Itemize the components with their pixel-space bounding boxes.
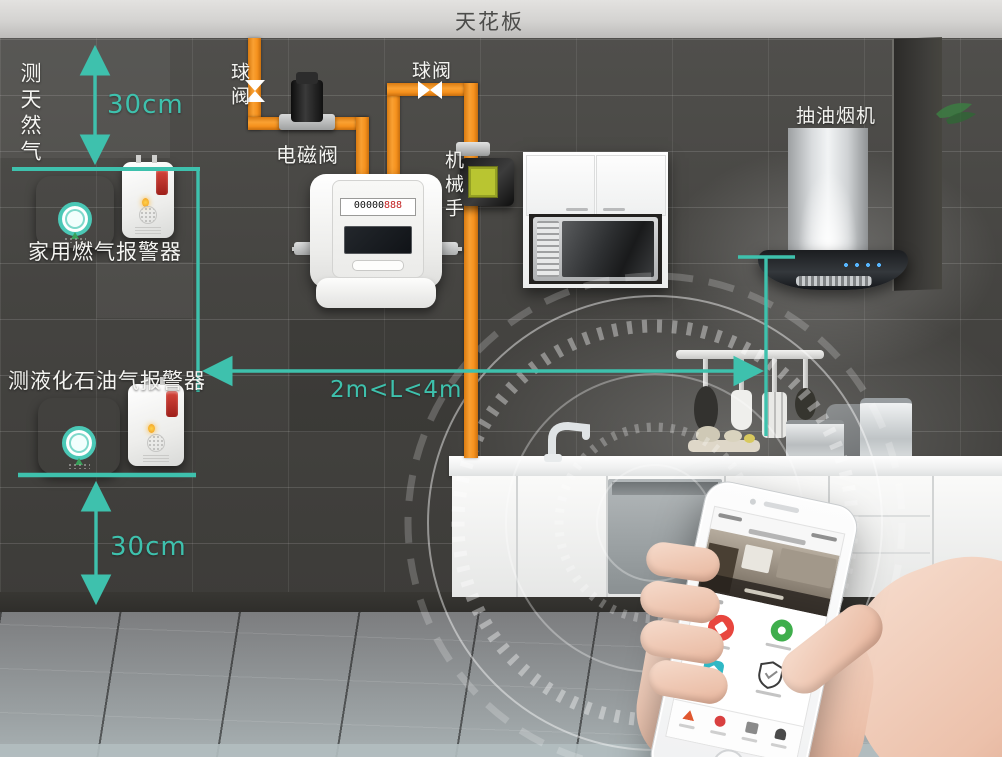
alarm-speaker-dots (64, 237, 86, 243)
gas-pipe-meter-out (387, 86, 400, 180)
countertop (449, 456, 1002, 476)
alarm-prong (152, 155, 157, 163)
alarm-ring (58, 202, 92, 236)
ball-valve-icon (418, 81, 442, 99)
alarm-red-badge (166, 391, 178, 417)
top-clearance-label: 30cm (107, 90, 184, 120)
phone-screen (665, 505, 846, 757)
alarm-prong (160, 377, 165, 385)
banner-room-shape (775, 547, 837, 589)
whisk-icon (694, 386, 718, 432)
solenoid-valve-label: 电磁阀 (276, 143, 339, 167)
gas-meter-lower-body (316, 278, 436, 308)
cabinet-handle (603, 208, 625, 211)
alarm-speaker (139, 206, 157, 224)
faucet (544, 421, 590, 462)
spoon-icon (795, 388, 816, 420)
front-camera (749, 498, 757, 506)
tab-icon-3 (744, 721, 759, 735)
alarm-logo (75, 458, 83, 465)
counter-black-digits: 00000 (353, 200, 385, 211)
alarm-led (148, 424, 155, 433)
manipulator-clamp (456, 142, 490, 156)
security-shield-app-icon (758, 661, 785, 689)
tab-icon-4 (774, 727, 788, 741)
range-hood-label: 抽油烟机 (796, 105, 877, 127)
lpg-alarm-square (38, 398, 120, 474)
alarm-speaker-dots (68, 463, 90, 469)
natural-gas-alarm-rect (122, 155, 174, 238)
meter-right-connector (438, 242, 458, 255)
solenoid-valve-coil (291, 80, 323, 122)
alarm-prong (136, 155, 141, 163)
ceiling-label: 天花板 (455, 10, 524, 34)
lpg-alarm-rect (128, 377, 184, 466)
meter-left-connector (294, 242, 314, 255)
household-gas-alarm-label: 家用燃气报警器 (28, 240, 182, 264)
lpg-gas-alarm-label: 测液化石油气报警器 (8, 369, 206, 393)
gas-meter-button (352, 260, 404, 271)
pot (786, 420, 844, 462)
gas-meter-lcd (344, 226, 412, 254)
banner-appliance-shape (740, 544, 774, 574)
range-hood-glow (798, 170, 858, 258)
lemon (744, 434, 755, 443)
stove-distance-label: 2m<L<4m (330, 377, 463, 403)
manipulator-screen (468, 166, 498, 198)
alarm-led (142, 198, 149, 207)
status-battery-bar (810, 532, 838, 542)
dishwasher-control-strip (612, 482, 718, 495)
tab-label-bar (678, 723, 695, 730)
alarm-red-badge (156, 169, 168, 195)
ceiling (0, 0, 1002, 38)
solenoid-valve-cap (296, 72, 318, 84)
tab-label-bar (710, 729, 727, 736)
drawer-line (830, 515, 930, 517)
measure-natural-gas-label: 测天然气 (18, 62, 42, 166)
spatula-icon (731, 390, 752, 430)
alarm-prong (144, 377, 149, 385)
manipulator-label: 机械手 (442, 150, 464, 222)
alarm-vent (143, 455, 169, 462)
bowl (696, 426, 720, 442)
plant-leaf (936, 103, 976, 124)
gas-pipe-meter-in (356, 117, 369, 180)
spoon-handle (803, 359, 808, 389)
alarm-logo (71, 232, 79, 239)
cabinet-seam (606, 476, 608, 597)
counter-red-digits: 888 (384, 200, 403, 211)
alarm-vent (135, 227, 161, 234)
microwave-door (562, 221, 654, 277)
cabinet-handle (566, 208, 588, 211)
tab-icon-2 (713, 714, 727, 728)
natural-gas-alarm-square (36, 176, 114, 248)
bottom-clearance-label: 30cm (110, 532, 187, 562)
range-hood-buttons (842, 261, 888, 269)
tab-label-bar (741, 736, 758, 743)
ball-valve-right-label: 球阀 (412, 60, 453, 82)
earpiece (763, 501, 800, 514)
alarm-speaker (147, 434, 165, 452)
tab-label-bar (770, 742, 787, 749)
turner-handle (772, 359, 777, 393)
cutting-board (688, 440, 760, 452)
status-carrier-bar (718, 512, 743, 522)
range-hood-filter (796, 276, 872, 286)
ball-valve-icon (245, 80, 265, 102)
cabinet-door (596, 155, 666, 216)
gas-meter-counter: 00000888 (340, 198, 416, 216)
tab-icon-1 (682, 709, 696, 721)
ball-valve-left-label: 球阀 (228, 62, 250, 110)
microwave-control-panel (537, 221, 559, 277)
drawer-line (830, 552, 930, 554)
utensil-rail (676, 350, 824, 359)
smartphone (646, 477, 862, 757)
pot-tall (860, 398, 912, 463)
cabinet-seam (932, 476, 934, 597)
cabinet-seam (516, 476, 518, 597)
bowl (724, 430, 742, 442)
monitor-glyph (777, 625, 787, 636)
